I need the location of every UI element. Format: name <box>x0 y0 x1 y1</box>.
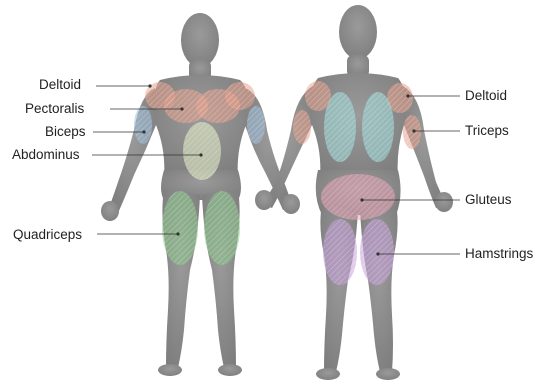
quadriceps-left-region-hatch <box>162 191 198 265</box>
lats-right-region-hatch <box>362 92 394 162</box>
back-head <box>339 5 377 59</box>
hamstrings-right-region-hatch <box>360 219 394 285</box>
leader-quadriceps-dot <box>176 232 179 235</box>
triceps-right-region-hatch <box>403 115 421 149</box>
leader-hamstrings-dot <box>376 252 379 255</box>
front-right-foot <box>218 364 242 376</box>
hamstrings-left-region-hatch <box>323 219 357 285</box>
leader-deltoid-front-dot <box>148 84 151 87</box>
front-left-arm <box>108 88 156 213</box>
label-gluteus: Gluteus <box>465 192 512 208</box>
quadriceps-right-region-hatch <box>204 191 240 265</box>
biceps-left-region-hatch <box>134 106 152 144</box>
leader-abdominus-dot <box>199 153 202 156</box>
label-triceps: Triceps <box>465 123 509 139</box>
back-right-foot <box>376 368 400 380</box>
leader-gluteus-dot <box>360 198 363 201</box>
back-left-hand <box>255 190 273 210</box>
front-left-hand <box>101 201 119 221</box>
biceps-right-region-hatch <box>247 106 265 144</box>
abdominus-region-hatch <box>183 122 221 180</box>
leader-deltoid-back-dot <box>406 94 409 97</box>
label-biceps: Biceps <box>45 124 86 140</box>
label-pectoralis: Pectoralis <box>25 101 84 117</box>
pectoralis-right-region-hatch <box>196 89 240 123</box>
label-deltoid-front: Deltoid <box>39 77 81 93</box>
back-left-foot <box>316 368 340 380</box>
front-left-foot <box>158 364 182 376</box>
label-deltoid-back: Deltoid <box>465 88 507 104</box>
leader-pectoralis-dot <box>180 107 183 110</box>
leader-biceps-dot <box>142 130 145 133</box>
triceps-left-region-hatch <box>293 110 311 144</box>
label-abdominus: Abdominus <box>12 147 80 163</box>
front-right-hand <box>282 194 300 214</box>
gluteus-region-hatch <box>321 174 395 220</box>
back-right-hand <box>435 192 453 212</box>
label-quadriceps: Quadriceps <box>13 227 82 243</box>
leader-triceps-dot <box>412 129 415 132</box>
label-hamstrings: Hamstrings <box>465 246 533 262</box>
front-head <box>181 13 219 67</box>
lats-left-region-hatch <box>324 92 356 162</box>
